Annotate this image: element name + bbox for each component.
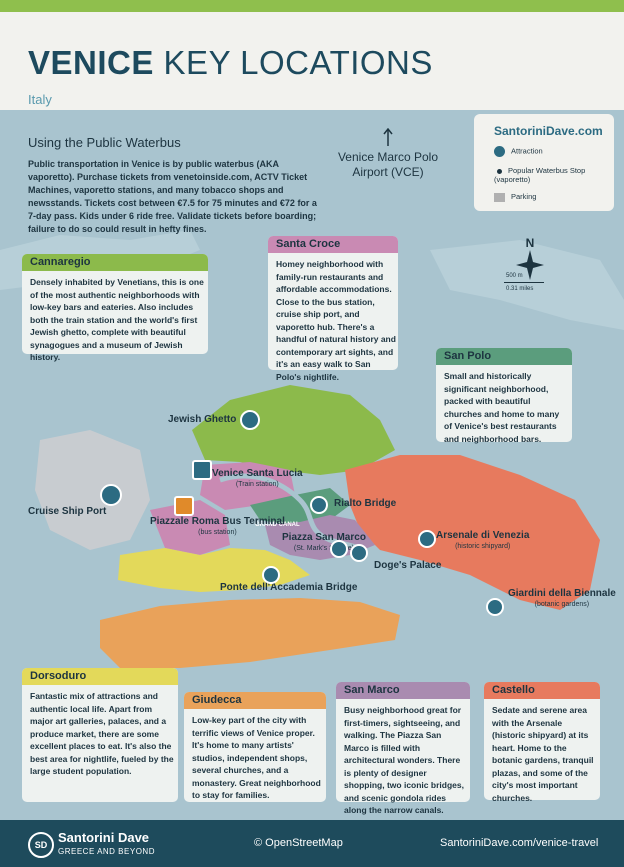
sd-logo-icon[interactable]: SD (28, 832, 54, 858)
scale-miles: 0.31 miles (506, 286, 534, 292)
san-polo-area (250, 488, 350, 525)
footer-tagline: GREECE AND BEYOND (58, 847, 155, 856)
waterbus-text: Public transportation in Venice is by pu… (28, 159, 317, 234)
callout-castello: Castello Sedate and serene area with the… (484, 682, 600, 803)
accademia-label: Ponte dell'Accademia Bridge (220, 582, 358, 593)
footer-brand[interactable]: Santorini Dave (58, 830, 150, 845)
cannaregio-area (192, 385, 395, 475)
grand-canal (219, 473, 361, 551)
legend-attraction: Attraction (494, 146, 543, 157)
anchor-icon[interactable] (100, 484, 122, 506)
eye-icon[interactable] (330, 540, 348, 558)
train-icon[interactable] (192, 460, 212, 480)
eye-icon (494, 146, 505, 157)
arrow-up-icon (383, 128, 393, 146)
callout-san-marco: San Marco Busy neighborhood great for fi… (336, 682, 470, 815)
dorsoduro-area (118, 548, 310, 592)
waterbus-dot-icon (497, 168, 502, 174)
page-title: VENICE KEY LOCATIONS (28, 44, 433, 81)
callout-san-polo: San Polo Small and historically signific… (436, 348, 572, 444)
parking-icon (494, 192, 505, 202)
castello-area (345, 455, 600, 610)
airport-label: Venice Marco Polo Airport (VCE) (337, 150, 439, 179)
giudecca-area (100, 598, 400, 668)
waterbus-info: Using the Public Waterbus Public transpo… (28, 135, 318, 236)
arsenale-label: Arsenale di Venezia(historic shipyard) (436, 530, 530, 550)
top-accent-bar (0, 0, 624, 12)
callout-giudecca: Giudecca Low-key part of the city with t… (184, 692, 326, 802)
waterbus-heading: Using the Public Waterbus (28, 135, 181, 150)
bus-icon[interactable] (174, 496, 194, 516)
footer-url-link[interactable]: SantoriniDave.com/venice-travel (440, 837, 599, 849)
piazzale-roma-label: Piazzale Roma Bus Terminal(bus station) (150, 516, 285, 536)
santa-lucia-label: Venice Santa Lucia(Train station) (212, 468, 303, 488)
piazzale-roma-area (150, 500, 230, 555)
legend-waterbus: Popular Waterbus Stop (vaporetto) (494, 166, 586, 184)
footer-credit: © OpenStreetMap (254, 837, 343, 849)
map-area[interactable]: Jewish Ghetto Venice Santa Lucia(Train s… (0, 110, 624, 820)
eye-icon[interactable] (310, 496, 328, 514)
cruise-port-area (35, 430, 150, 550)
eye-icon[interactable] (240, 410, 260, 430)
eye-icon[interactable] (262, 566, 280, 584)
compass-rose-icon (516, 250, 544, 280)
eye-icon[interactable] (418, 530, 436, 548)
legend-brand: SantoriniDave.com (494, 124, 603, 138)
piazza-san-marco-label: Piazza San Marco(St. Mark's Square) (282, 532, 366, 552)
eye-icon[interactable] (486, 598, 504, 616)
doges-palace-label: Doge's Palace (374, 560, 442, 571)
map-legend: SantoriniDave.com Attraction Popular Wat… (474, 114, 614, 211)
grand-canal-label: GRAND CANAL (255, 522, 300, 528)
cruise-port-label: Cruise Ship Port (28, 506, 107, 517)
lagoon-shallow-east (430, 240, 624, 330)
page-subtitle: Italy (28, 92, 52, 107)
santa-croce-area (200, 462, 295, 510)
jewish-ghetto-label: Jewish Ghetto (168, 414, 237, 425)
legend-parking: Parking (494, 192, 536, 202)
callout-cannaregio: Cannaregio Densely inhabited by Venetian… (22, 254, 208, 362)
footer: SD Santorini Dave GREECE AND BEYOND © Op… (0, 820, 624, 867)
rialto-label: Rialto Bridge (334, 498, 397, 509)
compass-north: N (525, 236, 535, 250)
callout-santa-croce: Santa Croce Homey neighborhood with fami… (268, 236, 398, 382)
scale-meters: 500 m (506, 273, 523, 279)
scale-bar (504, 282, 544, 283)
eye-icon[interactable] (350, 544, 368, 562)
header: VENICE KEY LOCATIONS Italy (0, 12, 624, 110)
giardini-label: Giardini della Biennale(botanic gardens) (508, 588, 616, 608)
callout-dorsoduro: Dorsoduro Fantastic mix of attractions a… (22, 668, 178, 802)
